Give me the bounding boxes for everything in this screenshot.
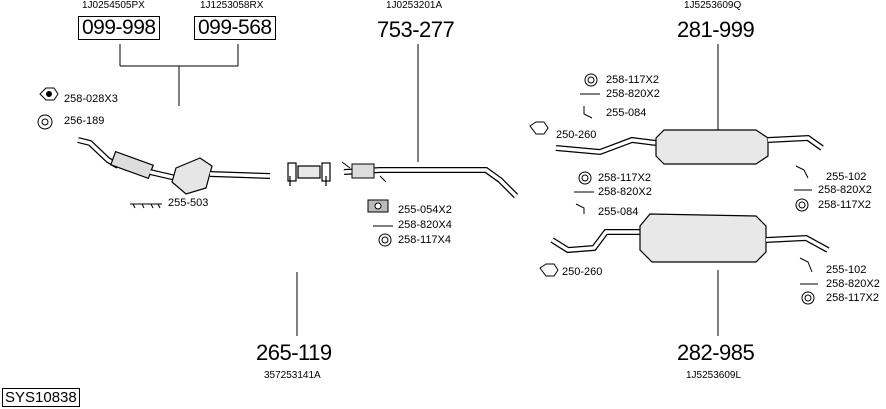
accessory-label[interactable]: 258-820X2 (598, 186, 652, 198)
accessory-label[interactable]: 255-102 (826, 171, 867, 183)
accessory-label[interactable]: 258-820X4 (398, 219, 452, 231)
front-clamp-icons (37, 87, 162, 209)
oem-number-281-999: 1J5253609Q (684, 0, 742, 11)
part-code-281-999[interactable]: 281-999 (677, 17, 755, 42)
accessory-label[interactable]: 258-117X4 (398, 234, 452, 246)
accessory-label[interactable]: 250-260 (556, 129, 597, 141)
accessory-label[interactable]: 255-084 (606, 107, 647, 119)
accessory-label[interactable]: 258-820X2 (606, 88, 660, 100)
part-code-282-985[interactable]: 282-985 (677, 340, 755, 365)
middle-accessory-icons (367, 199, 393, 247)
rear-silencer-lower (550, 213, 830, 263)
accessory-label[interactable]: 255-102 (826, 264, 867, 276)
oem-number-282-985: 1J5253609L (686, 370, 742, 381)
accessory-label[interactable]: 258-820X2 (826, 278, 880, 290)
accessory-label[interactable]: 258-117X2 (598, 172, 652, 184)
accessory-label[interactable]: 255-054X2 (398, 204, 452, 216)
oem-number-265-119: 357253141A (264, 370, 321, 381)
accessory-label[interactable]: 255-503 (168, 197, 209, 209)
part-code-099-998[interactable]: 099-998 (78, 16, 160, 40)
part-code-265-119[interactable]: 265-119 (256, 340, 332, 365)
accessory-label[interactable]: 258-117X2 (606, 74, 660, 86)
accessory-label[interactable]: 258-028X3 (64, 93, 118, 105)
rear-lower-accessory-icons (539, 171, 818, 305)
oem-number-753-277: 1J0253201A (386, 0, 443, 11)
accessory-label[interactable]: 255-084 (598, 206, 639, 218)
middle-connector (287, 162, 331, 186)
oem-number-099-998: 1J0254505PX (82, 0, 145, 11)
system-code-box: SYS10838 (2, 388, 80, 407)
accessory-label[interactable]: 258-820X2 (818, 184, 872, 196)
accessory-label[interactable]: 256-189 (64, 115, 105, 127)
front-pipe-catalytic (77, 137, 271, 195)
rear-silencer-upper (555, 129, 824, 165)
accessory-label[interactable]: 258-117X2 (818, 199, 872, 211)
part-code-099-568[interactable]: 099-568 (194, 16, 276, 40)
oem-number-099-568: 1J1253058RX (200, 0, 264, 11)
accessory-label[interactable]: 258-117X2 (826, 292, 880, 304)
rear-upper-accessory-icons (529, 73, 812, 212)
part-code-753-277[interactable]: 753-277 (377, 17, 455, 42)
accessory-label[interactable]: 250-260 (562, 266, 603, 278)
